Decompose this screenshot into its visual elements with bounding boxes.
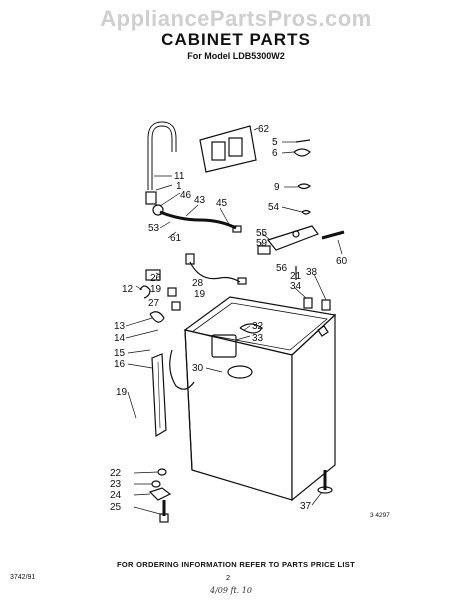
callout-61: 61 [170,233,182,244]
callout-12: 12 [122,284,134,295]
callout-19c: 19 [116,387,128,398]
callout-24: 24 [110,490,122,501]
hose-assembly [152,204,242,233]
callout-28: 28 [192,278,204,289]
document-code: 3742/91 [10,574,36,581]
trim-strip [321,230,345,240]
callout-19b: 19 [150,284,162,295]
callout-1: 1 [176,181,182,192]
callout-23: 23 [110,479,122,490]
wire-harness [185,253,247,285]
page-number: 2 [226,573,231,582]
callout-26: 26 [150,273,162,284]
leader-lines [125,127,343,515]
figure-ref: 3 4297 [370,512,390,519]
control-panel-part [199,125,257,173]
callout-labels: 62 5 6 11 1 46 43 45 9 54 53 55 59 60 61… [110,124,348,513]
clip-parts [293,139,312,215]
inlet-fittings [139,285,181,323]
callout-15: 15 [114,348,126,359]
ordering-note: FOR ORDERING INFORMATION REFER TO PARTS … [117,560,355,569]
callout-9: 9 [274,182,280,193]
callout-62: 62 [258,124,270,135]
callout-27: 27 [148,298,160,309]
callout-59: 59 [256,238,268,249]
callout-14: 14 [114,333,126,344]
callout-34: 34 [290,281,302,292]
callout-32: 32 [252,321,264,332]
callout-56: 56 [276,263,288,274]
side-bracket [151,353,167,438]
handwritten-note: 4/09 ft. 10 [210,586,252,595]
callout-45: 45 [216,198,228,209]
callout-25: 25 [110,502,122,513]
callout-54: 54 [268,202,280,213]
callout-13: 13 [114,321,126,332]
callout-60: 60 [336,256,348,267]
callout-6: 6 [272,148,278,159]
callout-33: 33 [252,333,264,344]
callout-19: 19 [194,289,206,300]
callout-22: 22 [110,468,122,479]
page-title: CABINET PARTS [161,30,311,49]
model-subtitle: For Model LDB5300W2 [187,51,285,61]
callout-43: 43 [194,195,206,206]
callout-5: 5 [272,137,278,148]
callout-53: 53 [148,223,160,234]
callout-30: 30 [192,363,204,374]
cabinet-body [183,296,337,502]
callout-21: 21 [290,271,302,282]
callout-46: 46 [180,190,192,201]
inner-components [169,323,329,390]
drain-hose [145,121,177,205]
callout-16: 16 [114,359,126,370]
watermark: AppliancePartsPros.com [100,6,372,31]
callout-11: 11 [174,171,185,182]
callout-55: 55 [256,228,268,239]
callout-37: 37 [300,501,312,512]
callout-38: 38 [306,267,318,278]
mounting-bracket [257,225,319,255]
